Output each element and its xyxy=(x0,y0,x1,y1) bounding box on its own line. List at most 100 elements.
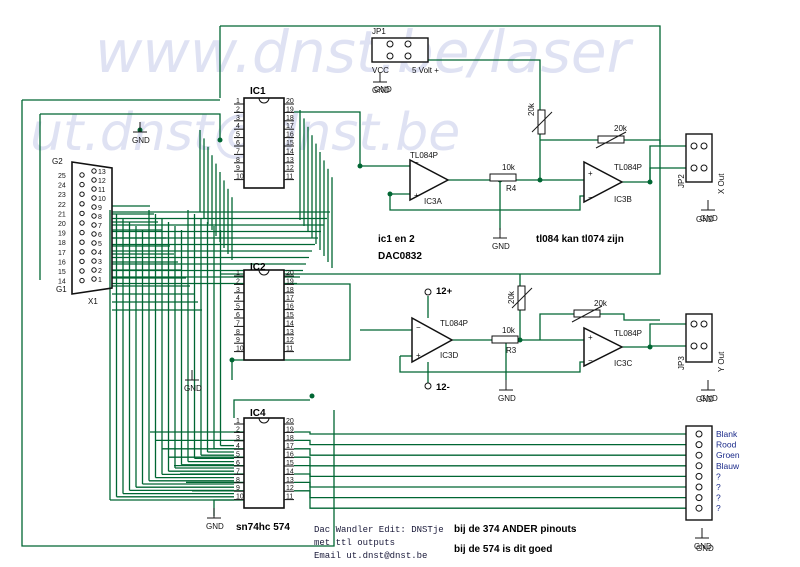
ic3d-name: IC3D xyxy=(440,351,458,360)
ic4-pin-left: 8 xyxy=(236,477,240,484)
ic4-pin-left: 4 xyxy=(236,443,240,450)
db25-pin-left: 24 xyxy=(58,183,66,190)
resistor-r3: 10k R3 xyxy=(491,326,519,355)
ic3b-part: TL084P xyxy=(614,163,642,172)
trimpot-4: 20k xyxy=(571,299,608,323)
ic4-pin-left: 10 xyxy=(236,494,244,501)
color-output-label: ? xyxy=(716,493,721,503)
color-output-label: Groen xyxy=(716,450,740,460)
svg-text:+: + xyxy=(588,169,593,178)
jp3-gnd: GND xyxy=(696,395,714,404)
ic3b-name: IC3B xyxy=(614,195,632,204)
svg-text:−: − xyxy=(414,158,419,167)
ic1-pin-left: 5 xyxy=(236,132,240,139)
ic1-pin-right: 17 xyxy=(286,123,294,130)
wire-junction xyxy=(357,163,363,169)
ic2-pin-left: 5 xyxy=(236,304,240,311)
gnd-label: GND xyxy=(492,242,510,251)
ic1-pin-left: 10 xyxy=(236,174,244,181)
ic1-pin-left: 4 xyxy=(236,123,240,130)
ic4-pin-left: 7 xyxy=(236,468,240,475)
opamp-ic3d: −+ TL084P IC3D 12+ 12- xyxy=(411,286,468,393)
jp1-5v: 5 Volt + xyxy=(412,66,439,75)
db25-pin-left: 23 xyxy=(58,192,66,199)
svg-text:+: + xyxy=(416,351,421,360)
r3-value: 10k xyxy=(502,326,516,335)
db25-pin-right: 12 xyxy=(98,178,106,185)
ic3c-name: IC3C xyxy=(614,359,632,368)
jp1-vcc: VCC xyxy=(372,66,389,75)
ic2-pin-right: 14 xyxy=(286,320,294,327)
svg-text:−: − xyxy=(588,356,593,365)
ic3a-part: TL084P xyxy=(410,151,438,160)
ic4-pin-right: 17 xyxy=(286,443,294,450)
ic4-pin-left: 2 xyxy=(236,426,240,433)
ic1-pin-right: 18 xyxy=(286,115,294,122)
db25-pin-right: 9 xyxy=(98,205,102,212)
ic4-pin-right: 13 xyxy=(286,477,294,484)
color-output-label: Rood xyxy=(716,440,737,450)
db25-pin-left: 18 xyxy=(58,240,66,247)
wire-junction xyxy=(537,177,543,183)
wire-junction xyxy=(517,337,523,343)
db25-pin-left: 16 xyxy=(58,259,66,266)
pot2-value: 20k xyxy=(614,124,628,133)
db25-pin-right: 8 xyxy=(98,214,102,221)
trimpot-3: 20k xyxy=(507,285,533,311)
svg-text:−: − xyxy=(588,193,593,202)
ic4-pin-right: 11 xyxy=(286,494,293,501)
wire-junction xyxy=(647,344,653,350)
pot4-value: 20k xyxy=(594,299,608,308)
ic1-pin-left: 9 xyxy=(236,165,240,172)
note-ttl: met ttl outputs xyxy=(314,538,395,548)
db25-pin-right: 10 xyxy=(98,196,106,203)
pot1-value: 20k xyxy=(527,102,536,116)
ic2-pin-right: 11 xyxy=(286,346,293,353)
db25-pin-left: 21 xyxy=(58,211,66,218)
jp2-name: JP2 xyxy=(677,174,686,188)
color-output-label: Blank xyxy=(716,429,738,439)
gnd-label: GND xyxy=(184,384,202,393)
ic4-pin-left: 3 xyxy=(236,435,240,442)
ic1-pin-left: 2 xyxy=(236,106,240,113)
ic1-pin-right: 14 xyxy=(286,148,294,155)
ic3d-part: TL084P xyxy=(440,319,468,328)
ic1-pin-left: 7 xyxy=(236,148,240,155)
jp3-yout: Y Out xyxy=(717,351,726,372)
jp2-xout: X Out xyxy=(717,173,726,194)
ic1-pin-right: 15 xyxy=(286,140,294,147)
ic4-pin-right: 15 xyxy=(286,460,294,467)
db25-pin-left: 17 xyxy=(58,250,66,257)
db25-pin-right: 2 xyxy=(98,268,102,275)
note-ic12: ic1 en 2 xyxy=(378,234,415,245)
ic1-pin-left: 6 xyxy=(236,140,240,147)
wire-junction xyxy=(217,137,223,143)
wire-junction xyxy=(229,357,235,363)
ic1-pin-right: 19 xyxy=(286,106,294,113)
ic4-pin-right: 16 xyxy=(286,452,294,459)
db25-g2-label: G2 xyxy=(52,157,63,166)
ic2-pin-left: 8 xyxy=(236,329,240,336)
ic2-pin-right: 19 xyxy=(286,278,294,285)
resistor-r4: 10k R4 xyxy=(489,163,517,193)
ic2-pin-left: 7 xyxy=(236,320,240,327)
gnd-label: GND xyxy=(372,86,390,95)
ic4-pin-left: 5 xyxy=(236,452,240,459)
ic1-pin-right: 11 xyxy=(286,174,293,181)
ic1-pin-left: 3 xyxy=(236,115,240,122)
gnd-label: GND xyxy=(700,214,718,223)
db25-pin-right: 6 xyxy=(98,232,102,239)
ic1-pin-right: 12 xyxy=(286,165,294,172)
ic4-pin-left: 1 xyxy=(236,418,240,425)
ic4-pin-right: 14 xyxy=(286,468,294,475)
trimpot-1: 20k xyxy=(527,102,553,135)
svg-text:+: + xyxy=(414,191,419,200)
wire-junction xyxy=(309,393,315,399)
ic2-pin-left: 9 xyxy=(236,337,240,344)
jp3-name: JP3 xyxy=(677,356,686,370)
ic3d-vpos: 12+ xyxy=(436,286,453,297)
color-output-label: ? xyxy=(716,503,721,513)
